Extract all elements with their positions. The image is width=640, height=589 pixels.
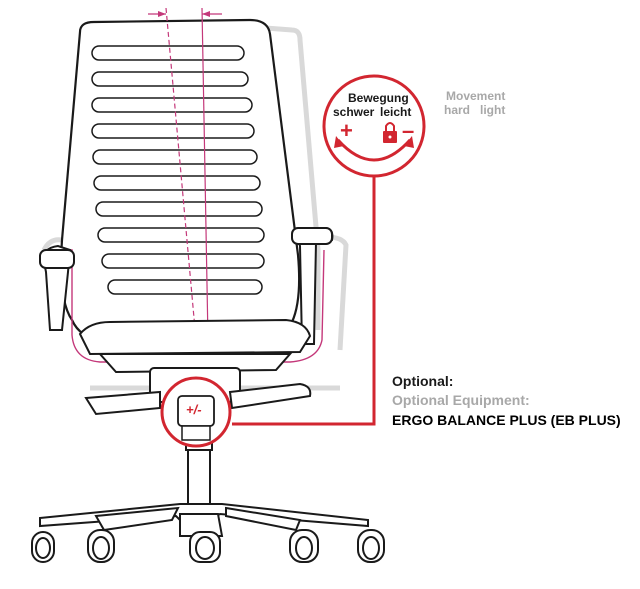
- caster: [87, 529, 115, 563]
- caster: [289, 529, 319, 563]
- minus-symbol: –: [402, 118, 415, 143]
- light-label: light: [480, 103, 506, 117]
- plus-symbol: +: [340, 118, 353, 143]
- star-base: [39, 503, 369, 537]
- knob-label: +/-: [186, 402, 202, 417]
- backrest: [60, 18, 301, 342]
- callout-knob: [160, 376, 232, 448]
- lock-icon: [383, 122, 397, 143]
- optional-label: Optional:: [392, 373, 454, 389]
- schwer-label: schwer: [333, 105, 375, 119]
- armrests: [39, 226, 334, 345]
- caster: [357, 529, 385, 563]
- leicht-label: leicht: [380, 105, 412, 119]
- callout-connector: [232, 176, 376, 426]
- backrest-slots: [91, 45, 265, 295]
- product-name: ERGO BALANCE PLUS (EB PLUS): [392, 412, 621, 428]
- caster: [189, 531, 221, 563]
- caster: [31, 531, 55, 563]
- movement-label: Movement: [446, 89, 506, 103]
- tilt-guides: [62, 7, 325, 363]
- hard-label: hard: [444, 103, 471, 117]
- rotate-arrows-icon: [336, 138, 412, 162]
- optional-equipment-label: Optional Equipment:: [392, 392, 530, 408]
- casters: [31, 529, 385, 563]
- bewegung-label: Bewegung: [348, 91, 409, 105]
